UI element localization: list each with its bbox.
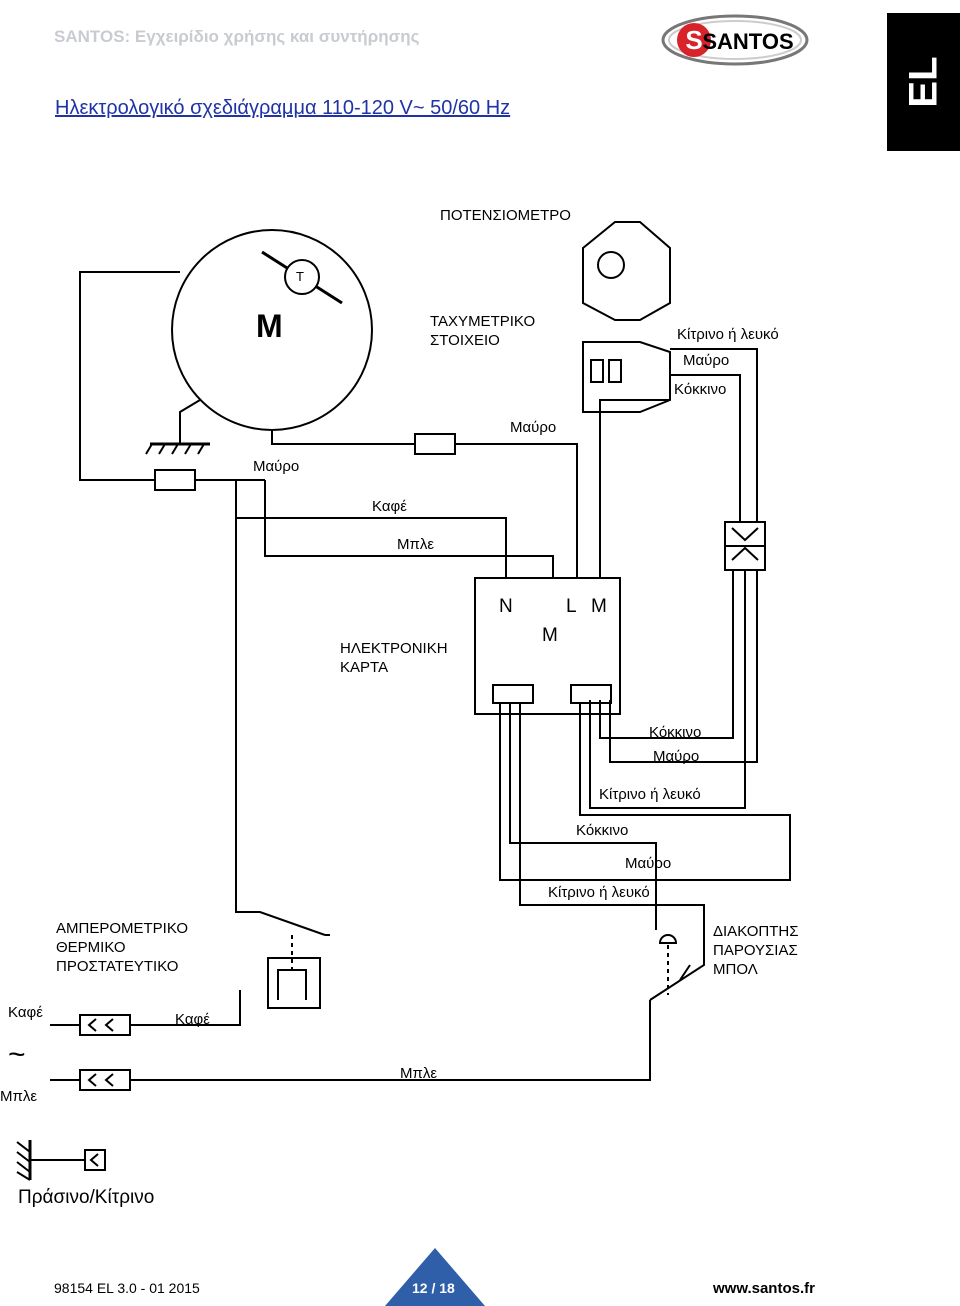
page-triangle bbox=[385, 1248, 485, 1306]
label-tacho-1: ΤΑΧΥΜΕΤΡΙΚΟ bbox=[430, 313, 536, 330]
label-black-3: Μαύρο bbox=[253, 458, 300, 475]
label-switch-1: ΔΙΑΚΟΠΤΗΣ bbox=[713, 923, 799, 940]
label-blue-3: Μπλε bbox=[0, 1088, 38, 1105]
tacho-connector bbox=[582, 341, 671, 413]
doc-reference: 98154 EL 3.0 - 01 2015 bbox=[54, 1280, 200, 1296]
card-black-wire bbox=[609, 570, 758, 763]
connector-mid bbox=[414, 433, 456, 455]
label-red-2: Κόκκινο bbox=[649, 724, 702, 741]
label-tilde: ~ bbox=[8, 1038, 26, 1071]
manual-subtitle: SANTOS: Εγχειρίδιο χρήσης και συντήρησης bbox=[54, 27, 420, 46]
left-loop-wire bbox=[79, 271, 180, 481]
connector-left bbox=[154, 469, 196, 491]
label-brown-3: Καφέ bbox=[175, 1011, 210, 1028]
label-black-4: Μαύρο bbox=[653, 748, 700, 765]
label-black-2: Μαύρο bbox=[510, 419, 557, 436]
label-card-1: ΗΛΕΚΤΡΟΝΙΚΗ bbox=[340, 640, 448, 657]
plug-brown bbox=[79, 1014, 131, 1036]
brown-main-wire bbox=[130, 990, 241, 1026]
label-thermal-1: ΑΜΠΕΡΟΜΕΤΡΙΚΟ bbox=[56, 920, 189, 937]
label-red-3: Κόκκινο bbox=[576, 822, 629, 839]
label-tacho-2: ΣΤΟΙΧΕΙΟ bbox=[430, 332, 500, 349]
blue-wire bbox=[264, 480, 554, 578]
label-term-l: L bbox=[566, 596, 577, 617]
label-brown-2: Καφέ bbox=[8, 1004, 43, 1021]
black-wire-to-l bbox=[455, 443, 578, 578]
card-connector-right bbox=[570, 684, 612, 704]
page-title: Ηλεκτρολογικό σχεδιάγραμμα 110-120 V~ 50… bbox=[55, 97, 511, 119]
label-switch-2: ΠΑΡΟΥΣΙΑΣ bbox=[713, 942, 798, 959]
label-thermal-2: ΘΕΡΜΙΚΟ bbox=[56, 939, 126, 956]
presence-switch-blade bbox=[649, 930, 705, 1001]
label-switch-3: ΜΠΟΛ bbox=[713, 961, 758, 978]
tacho-red-wire bbox=[599, 399, 670, 578]
label-t: T bbox=[296, 269, 304, 284]
label-term-n: N bbox=[499, 596, 513, 617]
switch-yellow-wire bbox=[519, 703, 705, 930]
card-connector-left bbox=[492, 684, 534, 704]
electronic-card bbox=[474, 577, 621, 715]
label-blue-2: Μπλε bbox=[400, 1065, 438, 1082]
label-motor: M bbox=[256, 308, 283, 344]
tacho-t-circle bbox=[284, 259, 320, 295]
plug-earth bbox=[84, 1149, 106, 1171]
card-yellow-wire bbox=[589, 570, 746, 809]
motor-ground-wire bbox=[179, 399, 201, 444]
label-green-yellow: Πράσινο/Κίτρινο bbox=[18, 1187, 155, 1208]
svg-text:S: S bbox=[685, 25, 702, 55]
label-yellow-white-3: Κίτρινο ή λευκό bbox=[548, 884, 650, 901]
label-thermal-3: ΠΡΟΣΤΑΤΕΥΤΙΚΟ bbox=[56, 958, 179, 975]
label-brown-1: Καφέ bbox=[372, 498, 407, 515]
label-red-1: Κόκκινο bbox=[674, 381, 727, 398]
santos-logo: S SANTOS bbox=[661, 14, 809, 66]
label-yellow-white-2: Κίτρινο ή λευκό bbox=[599, 786, 701, 803]
switch-sensor bbox=[658, 934, 678, 944]
label-potentiometer: ΠΟΤΕΝΣΙΟΜΕΤΡΟ bbox=[440, 207, 571, 224]
page-number: 12 / 18 bbox=[412, 1280, 455, 1296]
brown-wire bbox=[235, 480, 507, 578]
website-link[interactable]: www.santos.fr bbox=[713, 1280, 815, 1297]
switch-black-wire bbox=[509, 703, 657, 930]
label-black-1: Μαύρο bbox=[683, 352, 730, 369]
tacho-black-wire bbox=[670, 374, 741, 522]
plug-blue bbox=[79, 1069, 131, 1091]
thermal-switch bbox=[235, 518, 326, 936]
label-black-5: Μαύρο bbox=[625, 855, 672, 872]
label-card-2: ΚΑΡΤΑ bbox=[340, 659, 389, 676]
tacho-yellow-wire bbox=[670, 348, 758, 522]
card-red-wire bbox=[599, 570, 734, 739]
thermal-box bbox=[267, 957, 321, 1009]
blue-main-wire bbox=[130, 1000, 651, 1081]
label-blue-1: Μπλε bbox=[397, 536, 435, 553]
logo-text: SANTOS bbox=[702, 29, 793, 54]
label-term-m1: M bbox=[591, 596, 607, 617]
motor-black-wire bbox=[271, 430, 415, 445]
language-tab: EL bbox=[887, 13, 960, 151]
label-yellow-white-1: Κίτρινο ή λευκό bbox=[677, 326, 779, 343]
potentiometer-body bbox=[582, 221, 671, 321]
potentiometer-knob bbox=[597, 251, 625, 279]
label-term-m2: M bbox=[542, 625, 558, 646]
